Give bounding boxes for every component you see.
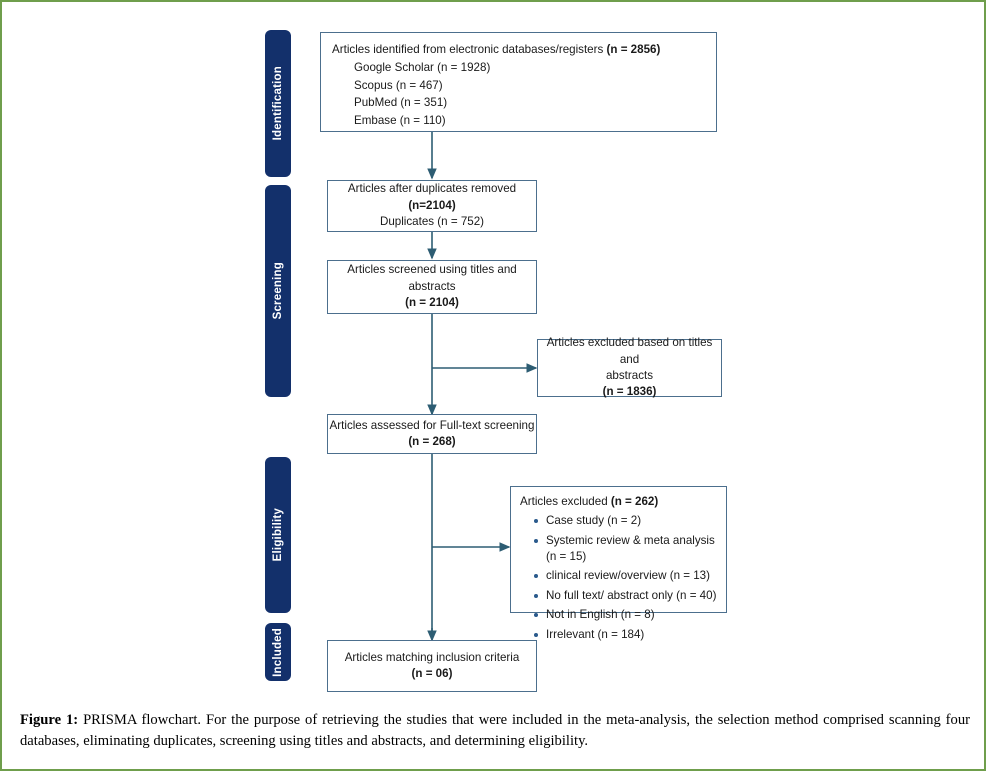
identified-source-list: Google Scholar (n = 1928) Scopus (n = 46… (332, 59, 706, 129)
excluded-fulltext-reason-list: Case study (n = 2) Systemic review & met… (520, 513, 718, 642)
excluded-titles-line-2: abstracts (605, 369, 654, 382)
duplicates-line-2: Duplicates (n = 752) (379, 215, 485, 229)
box-articles-identified: Articles identified from electronic data… (320, 32, 717, 132)
excluded-fulltext-title-line: Articles excluded (n = 262) (520, 494, 718, 510)
list-item: Case study (n = 2) (534, 513, 718, 529)
included-line-1: Articles matching inclusion criteria (344, 650, 520, 664)
box-articles-included: Articles matching inclusion criteria (n … (327, 640, 537, 692)
excluded-titles-line-1: Articles excluded based on titles and (546, 336, 713, 366)
identified-title-count: (n = 2856) (606, 43, 661, 56)
list-item: clinical review/overview (n = 13) (534, 568, 718, 584)
list-item: Irrelevant (n = 184) (534, 627, 718, 643)
identified-title: Articles identified from electronic data… (332, 43, 604, 56)
box-duplicates-removed: Articles after duplicates removed (n=210… (327, 180, 537, 232)
stage-label-screening: Screening (272, 262, 284, 320)
list-item: Systemic review & meta analysis (n = 15) (534, 533, 718, 565)
screened-line-1: Articles screened using titles and abstr… (347, 263, 517, 293)
stage-bar-included: Included (265, 623, 291, 681)
stage-bar-identification: Identification (265, 30, 291, 177)
duplicates-line-1-text: Articles after duplicates removed (347, 182, 517, 196)
list-item: Google Scholar (n = 1928) (354, 61, 491, 75)
duplicates-line-1-count: (n=2104) (408, 198, 456, 212)
stage-label-eligibility: Eligibility (272, 508, 284, 562)
excluded-fulltext-title: Articles excluded (520, 495, 608, 508)
fulltext-line-2: (n = 268) (408, 435, 456, 448)
figure-caption: Figure 1: PRISMA flowchart. For the purp… (20, 710, 970, 752)
stage-bar-eligibility: Eligibility (265, 457, 291, 613)
identified-title-line: Articles identified from electronic data… (332, 42, 706, 58)
prisma-flowchart: Identification Screening Eligibility Inc… (2, 2, 984, 702)
list-item: Not in English (n = 8) (534, 607, 718, 623)
caption-text: PRISMA flowchart. For the purpose of ret… (20, 712, 970, 750)
list-item: PubMed (n = 351) (354, 96, 448, 110)
excluded-fulltext-count: (n = 262) (610, 495, 659, 508)
list-item: Scopus (n = 467) (354, 78, 443, 92)
included-line-2: (n = 06) (411, 667, 453, 680)
stage-label-included: Included (272, 627, 284, 677)
box-excluded-titles-abstracts: Articles excluded based on titles and ab… (537, 336, 722, 399)
excluded-titles-line-3: (n = 1836) (602, 385, 657, 399)
list-item: Embase (n = 110) (354, 113, 446, 127)
duplicates-line-1: Articles after duplicates removed (n=210… (328, 181, 536, 214)
stage-bar-screening: Screening (265, 185, 291, 397)
caption-label: Figure 1: (20, 712, 79, 728)
box-articles-screened: Articles screened using titles and abstr… (327, 260, 537, 314)
fulltext-line-1: Articles assessed for Full-text screenin… (329, 418, 535, 432)
screened-line-2: (n = 2104) (405, 296, 459, 310)
box-fulltext-assessed: Articles assessed for Full-text screenin… (327, 414, 537, 454)
list-item: No full text/ abstract only (n = 40) (534, 588, 717, 602)
box-excluded-fulltext: Articles excluded (n = 262) Case study (… (510, 486, 727, 641)
stage-label-identification: Identification (272, 66, 284, 141)
